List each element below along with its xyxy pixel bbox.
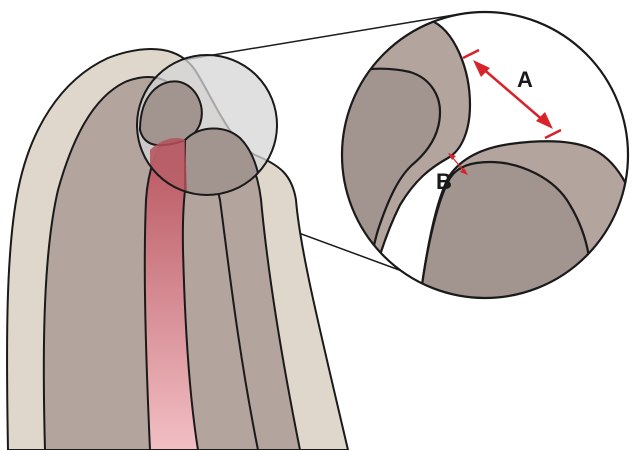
label-b: B	[436, 169, 452, 194]
label-a: A	[517, 67, 533, 92]
magnified-view	[330, 12, 635, 300]
